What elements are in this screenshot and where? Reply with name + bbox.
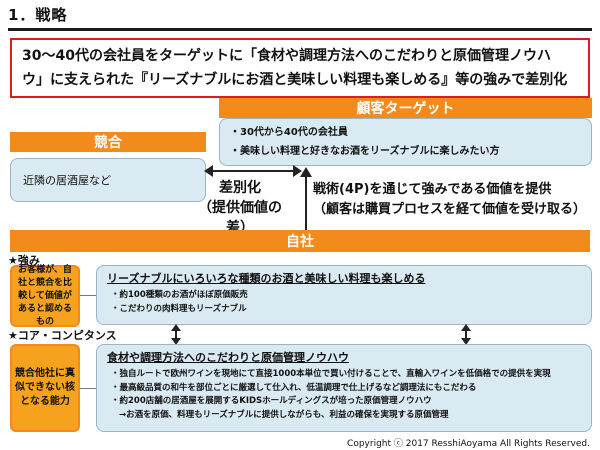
- tactics-line-1: 戦術(4P)を通じて強みである価値を提供: [313, 182, 552, 197]
- customer-target-header: 顧客ターゲット: [219, 98, 592, 118]
- support-arrow-up-right-icon: [461, 324, 471, 331]
- core-item-3: ・約200店舗の居酒屋を展開するKIDSホールディングスが培った原価管理ノウハウ: [111, 396, 432, 406]
- customer-item-2: ・美味しい料理と好きなお酒をリーズナブルに楽しみたい方: [230, 146, 500, 157]
- competitor-description: 近隣の居酒屋など: [23, 174, 111, 187]
- tactics-label: 戦術(4P)を通じて強みである価値を提供 （顧客は購買プロセスを経て価値を受け取…: [313, 180, 593, 220]
- strength-box: リーズナブルにいろいろな種類のお酒と美味しい料理も楽しめる ・約100種類のお酒…: [96, 265, 592, 325]
- page-title: 1．戦略: [8, 6, 68, 24]
- support-arrow-up-left-icon: [171, 324, 181, 331]
- tactics-arrow-line: [305, 176, 307, 230]
- core-competence-definition-box: 競合他社に真似できない核となる能力: [10, 344, 80, 432]
- company-header: 自社: [10, 230, 590, 252]
- strength-item-1: ・約100種類のお酒がほぼ原価販売: [111, 290, 248, 300]
- strength-connector: [80, 295, 96, 296]
- support-arrow-line-right: [465, 329, 467, 341]
- core-item-1: ・独自ルートで欧州ワインを現地にて直接1000本単位で買い付けることで、直輸入ワ…: [111, 369, 551, 379]
- support-arrow-down-right-icon: [461, 338, 471, 345]
- strength-heading: リーズナブルにいろいろな種類のお酒と美味しい料理も楽しめる: [107, 272, 426, 285]
- core-item-4: →お酒を原価、料理もリーズナブルに提供しながらも、利益の確保を実現する原価管理: [119, 409, 449, 420]
- core-item-2: ・最高級品質の和牛を部位ごとに厳選して仕入れ、低温調理で仕上げるなど調理法にもこ…: [111, 382, 477, 393]
- core-competence-box: 食材や調理方法へのこだわりと原価管理ノウハウ ・独自ルートで欧州ワインを現地にて…: [96, 344, 592, 432]
- competitor-header: 競合: [10, 132, 206, 152]
- copyright-notice: Copyright ⓒ 2017 ResshiAoyama All Rights…: [347, 439, 590, 449]
- support-arrow-down-left-icon: [171, 338, 181, 345]
- support-arrow-line-left: [175, 329, 177, 341]
- strength-definition-text: お客様が、自社と競合を比較して価値があると認めるもの: [17, 264, 72, 327]
- differentiation-label: 差別化 （提供価値の差）: [188, 178, 292, 238]
- arrow-up-icon: [300, 167, 312, 177]
- arrow-left-icon: [204, 165, 213, 177]
- customer-target-box: ・30代から40代の会社員 ・美味しい料理と好きなお酒をリーズナブルに楽しみたい…: [219, 118, 592, 166]
- strength-definition-box: お客様が、自社と競合を比較して価値があると認めるもの: [10, 265, 80, 327]
- customer-item-1: ・30代から40代の会社員: [230, 127, 348, 138]
- arrow-right-icon: [293, 165, 302, 177]
- summary-line-1: 30～40代の会社員をターゲットに「食材や調理方法へのこだわりと原価管理ノウハ: [22, 48, 551, 64]
- strategy-summary-box: 30～40代の会社員をターゲットに「食材や調理方法へのこだわりと原価管理ノウハ …: [10, 38, 590, 98]
- summary-line-2: ウ」に支えられた『リーズナブルにお酒と美味しい料理も楽しめる』等の強みで差別化: [22, 72, 568, 88]
- title-divider: [8, 28, 592, 31]
- differentiation-arrow-line: [210, 170, 298, 172]
- core-competence-section-label: ★コア・コンピタンス: [8, 329, 117, 342]
- strength-section-label: ★強み: [8, 254, 40, 267]
- competitor-box: 近隣の居酒屋など: [10, 158, 206, 202]
- core-heading: 食材や調理方法へのこだわりと原価管理ノウハウ: [107, 351, 349, 364]
- differentiation-line-1: 差別化: [219, 180, 261, 196]
- strength-item-2: ・こだわりの肉料理もリーズナブル: [111, 303, 247, 314]
- core-connector: [80, 388, 96, 389]
- core-competence-definition-text: 競合他社に真似できない核となる能力: [15, 368, 75, 407]
- tactics-line-2: （顧客は購買プロセスを経て価値を受け取る）: [313, 202, 587, 217]
